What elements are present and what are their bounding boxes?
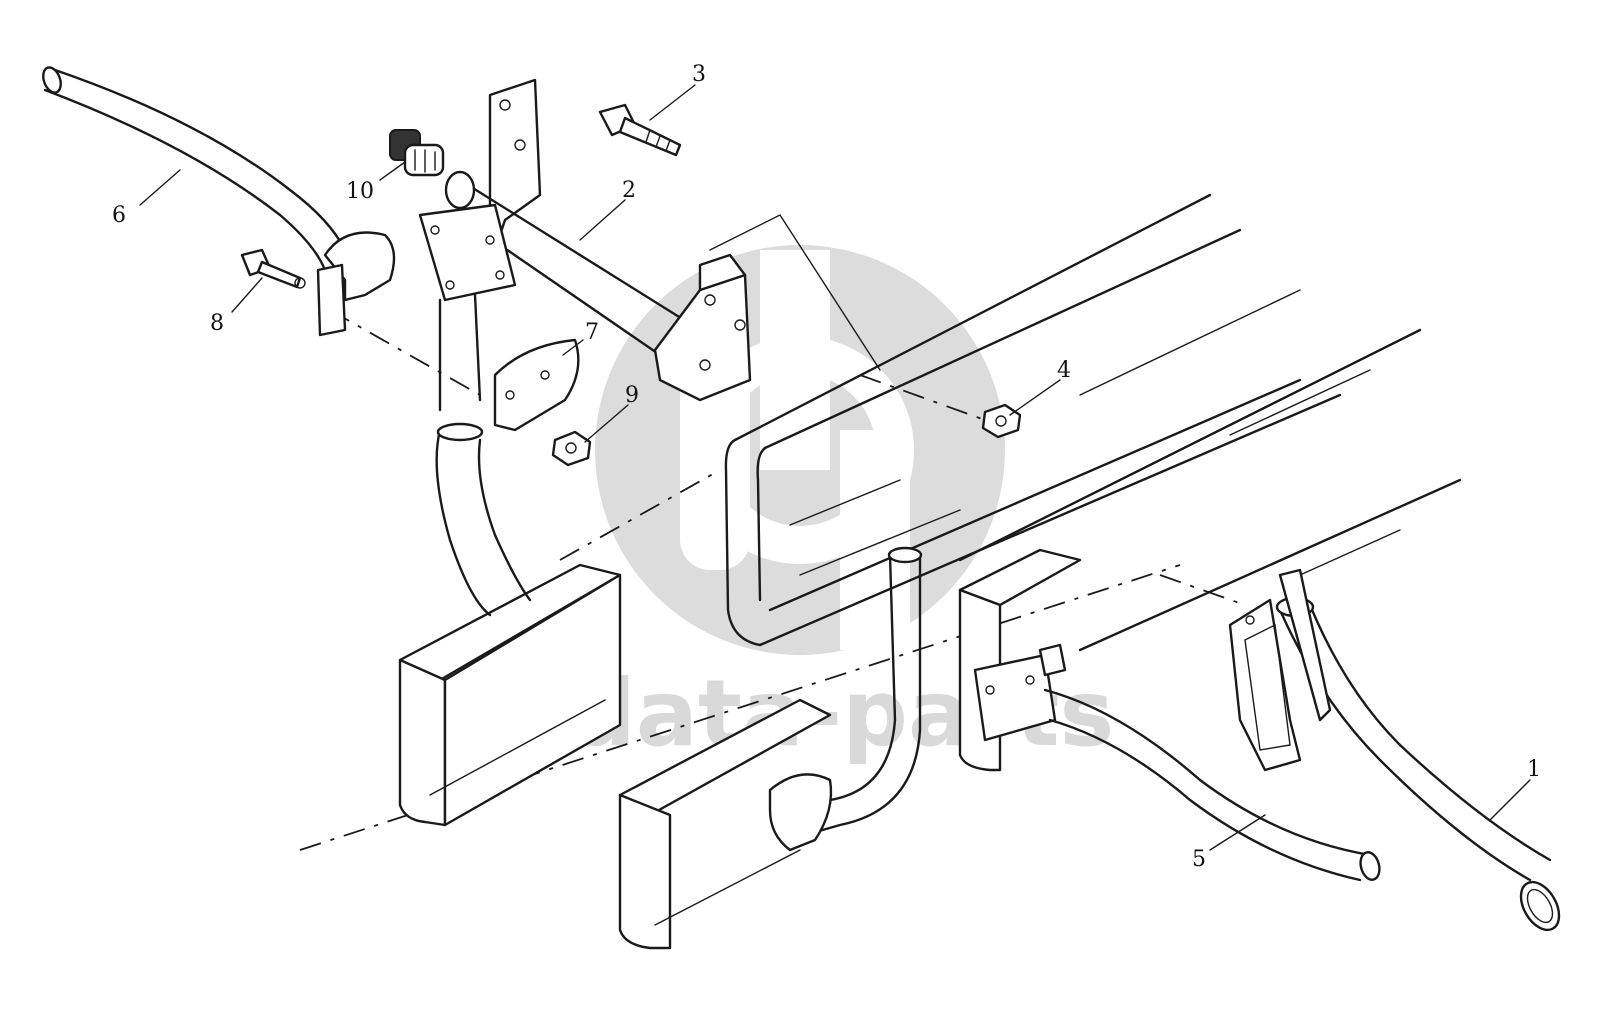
bracket-2 [444, 78, 881, 402]
plug-10 [389, 129, 445, 177]
pipe-5 [1043, 688, 1381, 882]
callout-10: 10 [346, 179, 374, 204]
clamp-upper [316, 231, 396, 337]
centerline-3 [329, 309, 481, 396]
leader-5 [1209, 814, 1266, 851]
leader-3 [649, 84, 696, 121]
callout-5: 5 [1192, 847, 1206, 872]
leader-9 [584, 404, 629, 443]
leader-8 [231, 277, 263, 313]
leader-lines [139, 84, 1531, 851]
callout-3: 3 [692, 62, 706, 87]
channel-left [398, 563, 622, 827]
flange-plate [418, 203, 517, 412]
callouts: 1 2 3 4 5 6 7 8 9 10 [112, 62, 1541, 872]
clamp-right [973, 643, 1067, 742]
pipe-middle [768, 546, 923, 852]
callout-7: 7 [585, 320, 599, 345]
centerline-4 [859, 374, 986, 421]
leader-7 [562, 339, 584, 356]
callout-6: 6 [112, 203, 126, 228]
pipe-vertical [435, 422, 532, 617]
callout-2: 2 [622, 178, 636, 203]
pipe-1 [1228, 568, 1561, 932]
callout-8: 8 [210, 311, 224, 336]
leader-6 [139, 169, 181, 206]
leader-4 [1009, 379, 1061, 416]
centerline-2 [559, 469, 721, 561]
clamp-7 [493, 338, 580, 432]
bolt-3 [598, 103, 682, 157]
centerline-5 [1159, 574, 1246, 606]
nut-9 [551, 430, 592, 467]
bolt-8 [240, 248, 306, 289]
leader-2 [579, 199, 626, 241]
frame-rail [724, 193, 1342, 647]
rear-rail [958, 289, 1462, 652]
callout-4: 4 [1057, 358, 1071, 383]
pipe-6 [42, 66, 347, 272]
channel-middle [618, 698, 832, 950]
leader-10 [379, 161, 406, 181]
callout-1: 1 [1527, 757, 1541, 782]
callout-9: 9 [625, 383, 639, 408]
nut-4 [981, 403, 1022, 439]
leader-1 [1489, 779, 1531, 821]
